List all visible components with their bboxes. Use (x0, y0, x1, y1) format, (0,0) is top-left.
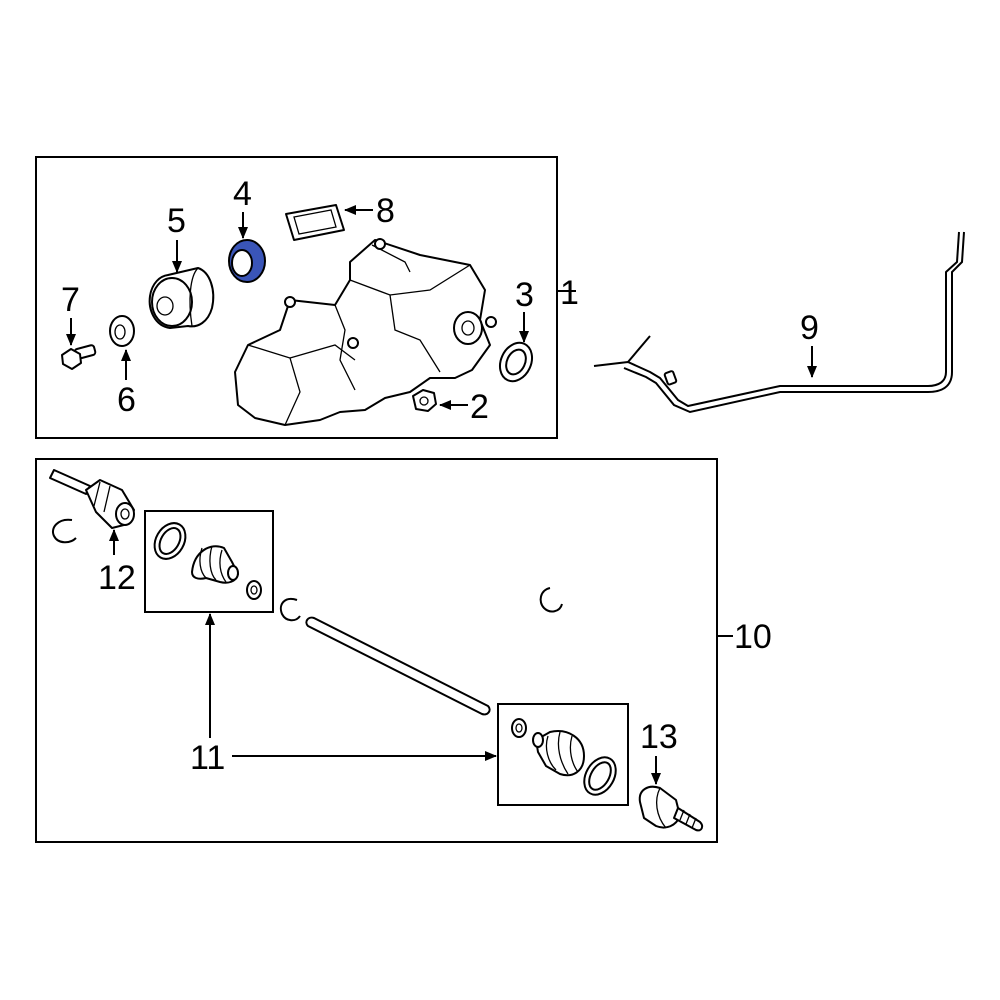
callout-1: 1 (560, 274, 579, 312)
boot-clamp-large-outer[interactable] (578, 752, 622, 801)
boot-clamp-small-outer[interactable] (511, 718, 527, 738)
callout-9: 9 (800, 309, 819, 347)
axle-shaft[interactable] (305, 616, 491, 716)
boot-kit-box-inner (144, 510, 274, 613)
boot-outer[interactable] (532, 730, 585, 777)
part-13-outer-joint[interactable] (638, 785, 704, 832)
circlip-left[interactable] (52, 518, 77, 544)
callout-8: 8 (376, 192, 395, 230)
callout-13: 13 (640, 718, 678, 756)
part-4-bushing[interactable] (228, 239, 266, 283)
part-2-nut[interactable] (412, 389, 437, 412)
differential-group-box (35, 156, 558, 439)
part-8-gasket[interactable] (285, 204, 345, 241)
part-7-bolt[interactable] (61, 344, 97, 370)
boot-clamp-small-inner[interactable] (246, 580, 262, 600)
boot-clamp-large-inner[interactable] (148, 518, 191, 565)
boot-inner[interactable] (191, 545, 239, 584)
callout-2: 2 (470, 388, 489, 426)
callout-3: 3 (515, 276, 534, 314)
part-3-seal[interactable] (494, 338, 538, 387)
callout-12: 12 (98, 559, 136, 597)
part-9-vent-tube[interactable] (593, 231, 965, 414)
callout-6: 6 (117, 381, 136, 419)
part-6-washer[interactable] (109, 315, 135, 347)
callout-11: 11 (190, 739, 225, 777)
callout-10: 10 (734, 618, 772, 656)
part-12-inner-joint[interactable] (49, 469, 135, 529)
boot-kit-box-outer (497, 703, 629, 806)
callout-5: 5 (167, 202, 186, 240)
circlip-middle[interactable] (279, 598, 301, 622)
part-5-mount-bushing[interactable] (148, 267, 215, 329)
differential-housing[interactable] (234, 238, 497, 426)
callout-4: 4 (233, 175, 252, 213)
axle-shaft-group-box (35, 458, 718, 843)
circlip-right[interactable] (539, 587, 563, 613)
callout-7: 7 (61, 281, 80, 319)
